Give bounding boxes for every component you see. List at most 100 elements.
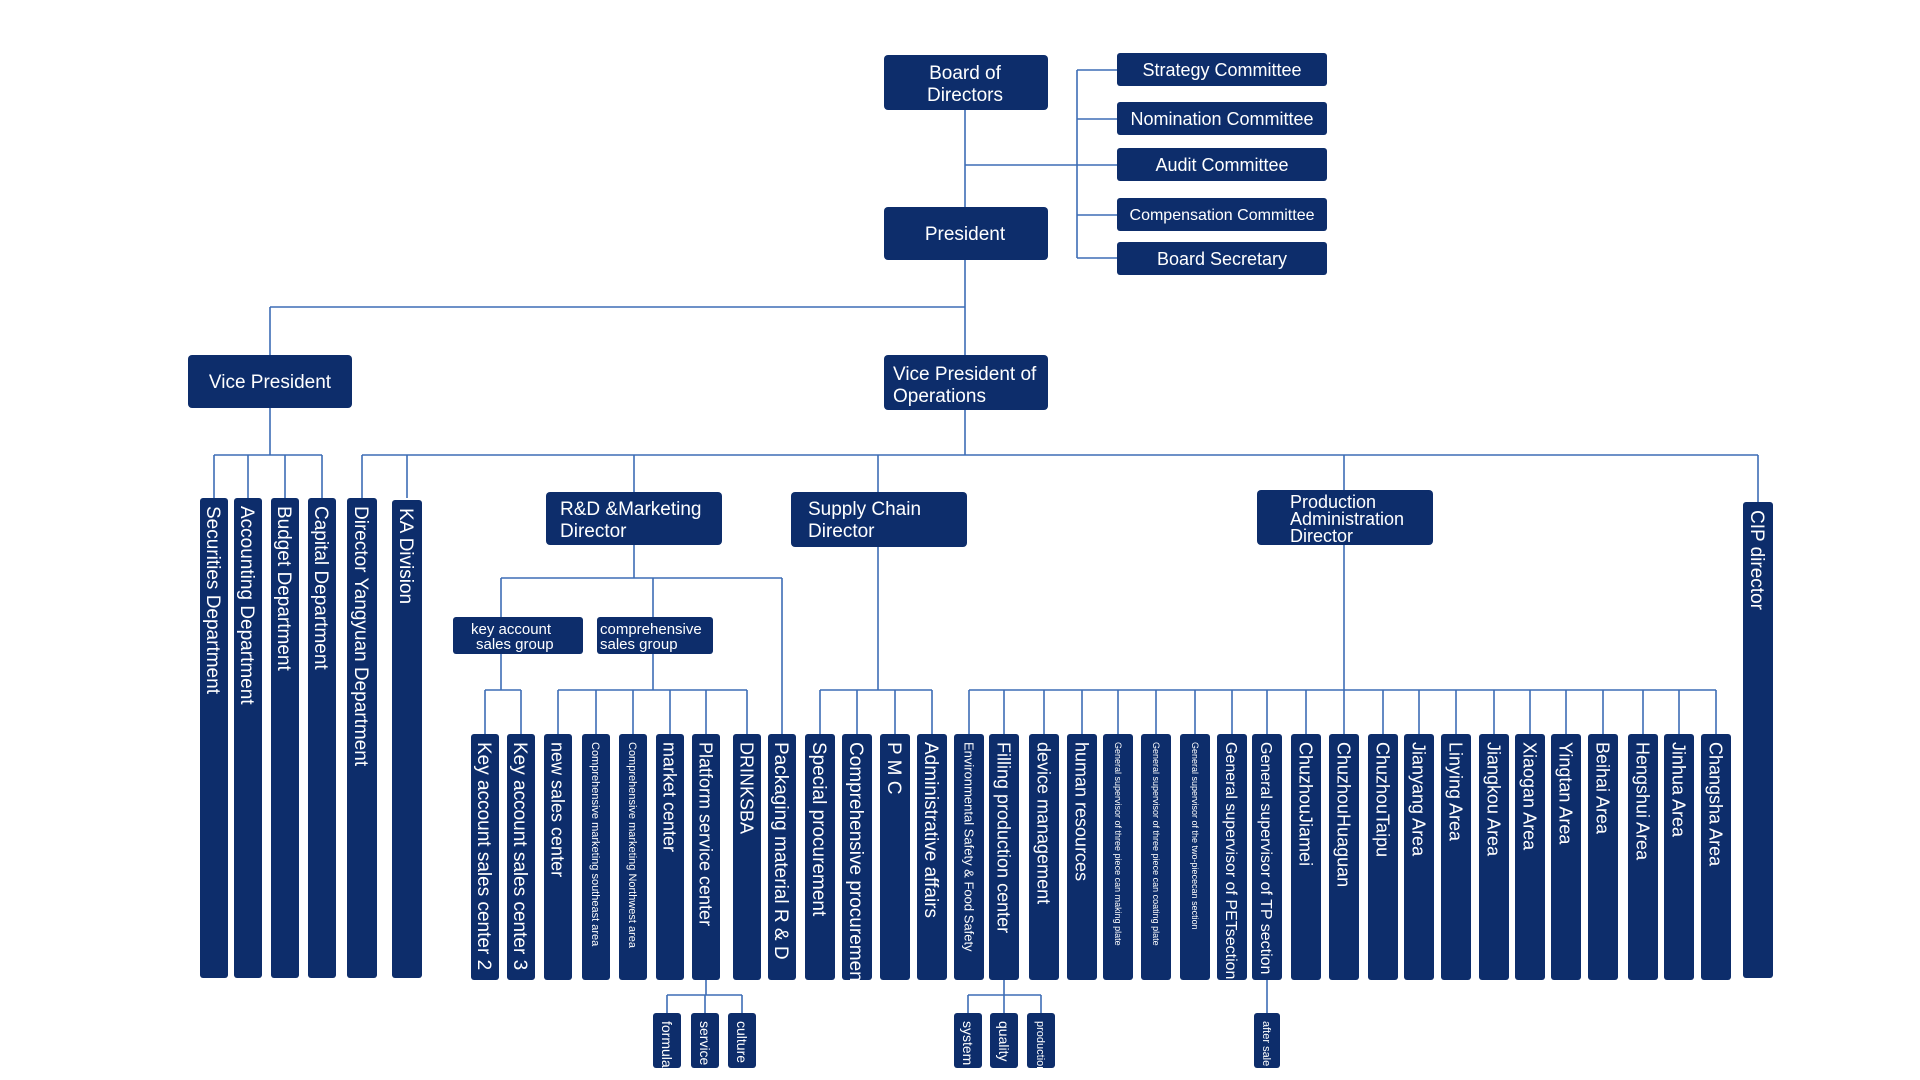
comprehensive-unit-1: Comprehensive marketing southeast area [582, 734, 610, 980]
board-label-line1: Board of [929, 63, 1002, 84]
vp-operations-box: Vice President of Operations [884, 355, 1048, 410]
vp-dept-1-label: Accounting Department [236, 506, 257, 705]
production-unit-7: General supervisor of PETsection [1217, 734, 1247, 980]
platform-sub-1-label: service [697, 1021, 713, 1066]
comprehensive-unit-4-label: Platform service center [696, 742, 716, 926]
production-unit-18-label: Hengshui Area [1633, 742, 1653, 861]
production-unit-19-label: Jinhua Area [1669, 742, 1689, 838]
production-unit-4: General supervisor of three piece can ma… [1103, 734, 1133, 980]
supply-unit-1-label: Comprehensive procurement [845, 742, 866, 988]
connector-lines [213, 69, 1759, 1013]
production-unit-13-label: Linying Area [1446, 742, 1466, 842]
svg-text:Director: Director [560, 521, 627, 542]
rd-marketing-director-box: R&D &Marketing Director [546, 492, 722, 545]
svg-text:Board Secretary: Board Secretary [1157, 249, 1287, 269]
vp-dept-0: Securities Department [200, 498, 228, 978]
svg-text:Audit Committee: Audit Committee [1155, 155, 1288, 175]
comprehensive-unit-4: Platform service center [692, 734, 720, 980]
vp-dept-2: Budget Department [271, 498, 299, 978]
svg-text:Supply Chain: Supply Chain [808, 499, 921, 520]
key-account-center-3: Key account sales center 3 [507, 734, 535, 980]
production-unit-9: ChuzhouJiamei [1291, 734, 1321, 980]
director-yangyuan-department: Director Yangyuan Department [347, 498, 377, 978]
production-unit-19: Jinhua Area [1664, 734, 1694, 980]
comprehensive-unit-3: market center [656, 734, 684, 980]
svg-text:Operations: Operations [893, 386, 986, 407]
filling-sub-1-label: quality [996, 1021, 1012, 1061]
supply-unit-3: Administrative affairs [917, 734, 947, 980]
svg-text:sales group: sales group [600, 636, 678, 653]
production-unit-7-label: General supervisor of PETsection [1222, 742, 1239, 979]
comprehensive-group-box: comprehensive sales group [597, 617, 713, 654]
platform-sub-0-label: formula [659, 1021, 675, 1068]
supply-unit-3-label: Administrative affairs [920, 742, 941, 918]
production-unit-3-label: human resources [1072, 742, 1092, 881]
production-unit-15: Xiaogan Area [1515, 734, 1545, 980]
production-unit-5: General supervisor of three piece can co… [1141, 734, 1171, 980]
platform-sub-0: formula [653, 1013, 681, 1068]
svg-text:comprehensive: comprehensive [600, 621, 702, 638]
comprehensive-unit-0-label: new sales center [548, 742, 568, 877]
production-unit-6-label: General supervisor of the two-piececan s… [1190, 742, 1200, 930]
vp-dept-3-label: Capital Department [310, 506, 331, 670]
ka-division: KA Division [392, 500, 422, 978]
production-unit-14-label: Jiangkou Area [1484, 742, 1504, 857]
supply-unit-1: Comprehensive procurement [842, 734, 872, 988]
svg-text:President: President [925, 224, 1006, 245]
svg-text:key account: key account [471, 621, 552, 638]
vice-president-box: Vice President [188, 355, 352, 408]
production-unit-16: Yingtan Area [1551, 734, 1581, 980]
production-unit-15-label: Xiaogan Area [1520, 742, 1540, 851]
supply-unit-2: P M C [880, 734, 910, 980]
board-of-directors-box: Board of Directors [884, 55, 1048, 110]
supply-unit-2-label: P M C [883, 742, 904, 794]
vertical-unit-boxes: Securities Department Accounting Departme… [200, 498, 1773, 1072]
production-unit-2-label: device management [1034, 742, 1054, 904]
svg-text:Compensation Committee: Compensation Committee [1130, 207, 1315, 224]
svg-text:Strategy Committee: Strategy Committee [1142, 60, 1301, 80]
packaging-material-rd: Packaging material R & D [768, 734, 796, 980]
production-unit-5-label: General supervisor of three piece can co… [1151, 742, 1161, 946]
key-account-center-3-label: Key account sales center 3 [509, 742, 530, 970]
production-unit-12: Jianyang Area [1404, 734, 1434, 980]
production-unit-0-label: Environmental Safety & Food Safety [961, 742, 976, 952]
svg-text:Nomination Committee: Nomination Committee [1130, 109, 1313, 129]
cip-director-label: CIP director [1746, 510, 1767, 611]
platform-sub-2-label: culture [734, 1021, 750, 1063]
committee-audit: Audit Committee [1117, 148, 1327, 181]
production-unit-18: Hengshui Area [1628, 734, 1658, 980]
production-unit-17-label: Beihai Area [1593, 742, 1613, 835]
production-unit-14: Jiangkou Area [1479, 734, 1509, 980]
tp-after-sale-label: after sale [1260, 1021, 1272, 1066]
comprehensive-unit-2-label: Comprehensive marketing Northwest area [626, 742, 638, 949]
svg-text:Vice President: Vice President [209, 372, 332, 393]
platform-sub-2: culture [728, 1013, 756, 1068]
production-unit-12-label: Jianyang Area [1409, 742, 1429, 857]
production-unit-20: Changsha Area [1701, 734, 1731, 980]
filling-sub-0-label: system [960, 1021, 976, 1065]
vp-dept-2-label: Budget Department [273, 506, 294, 671]
production-unit-10: ChuzhouHuaguan [1329, 734, 1359, 980]
production-administration-director-box: Production Administration Director [1257, 490, 1433, 546]
svg-text:Director: Director [1290, 526, 1353, 546]
production-unit-20-label: Changsha Area [1706, 742, 1726, 867]
svg-text:Administration: Administration [1290, 509, 1404, 529]
production-unit-10-label: ChuzhouHuaguan [1334, 742, 1354, 887]
production-unit-11-label: ChuzhouTaipu [1373, 742, 1393, 857]
director-yangyuan-department-label: Director Yangyuan Department [350, 506, 371, 767]
production-unit-9-label: ChuzhouJiamei [1296, 742, 1316, 866]
comprehensive-unit-3-label: market center [660, 742, 680, 852]
vp-dept-3: Capital Department [308, 498, 336, 978]
committee-compensation: Compensation Committee [1117, 198, 1327, 231]
svg-text:Director: Director [808, 521, 875, 542]
svg-text:Vice President of: Vice President of [893, 364, 1037, 385]
president-box: President [884, 207, 1048, 260]
board-secretary: Board Secretary [1117, 242, 1327, 275]
vp-dept-0-label: Securities Department [202, 506, 223, 695]
key-account-center-2: Key account sales center 2 [471, 734, 499, 980]
comprehensive-unit-0: new sales center [544, 734, 572, 980]
production-unit-13: Linying Area [1441, 734, 1471, 980]
board-label-line2: Directors [927, 85, 1003, 106]
committee-strategy: Strategy Committee [1117, 53, 1327, 86]
